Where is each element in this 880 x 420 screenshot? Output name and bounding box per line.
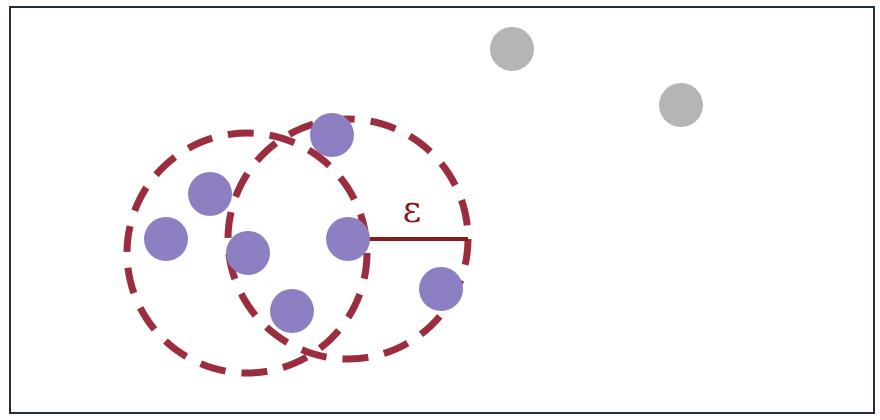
cluster-point xyxy=(144,217,188,261)
cluster-point xyxy=(419,267,463,311)
data-points xyxy=(144,27,703,333)
cluster-point xyxy=(226,231,270,275)
neighborhood-left xyxy=(123,129,371,377)
noise-point xyxy=(659,83,703,127)
epsilon-label: ε xyxy=(403,190,422,231)
cluster-point xyxy=(270,289,314,333)
cluster-point xyxy=(310,113,354,157)
core-point xyxy=(326,217,370,261)
diagram-border xyxy=(9,6,875,414)
noise-point xyxy=(490,27,534,71)
cluster-point xyxy=(188,172,232,216)
